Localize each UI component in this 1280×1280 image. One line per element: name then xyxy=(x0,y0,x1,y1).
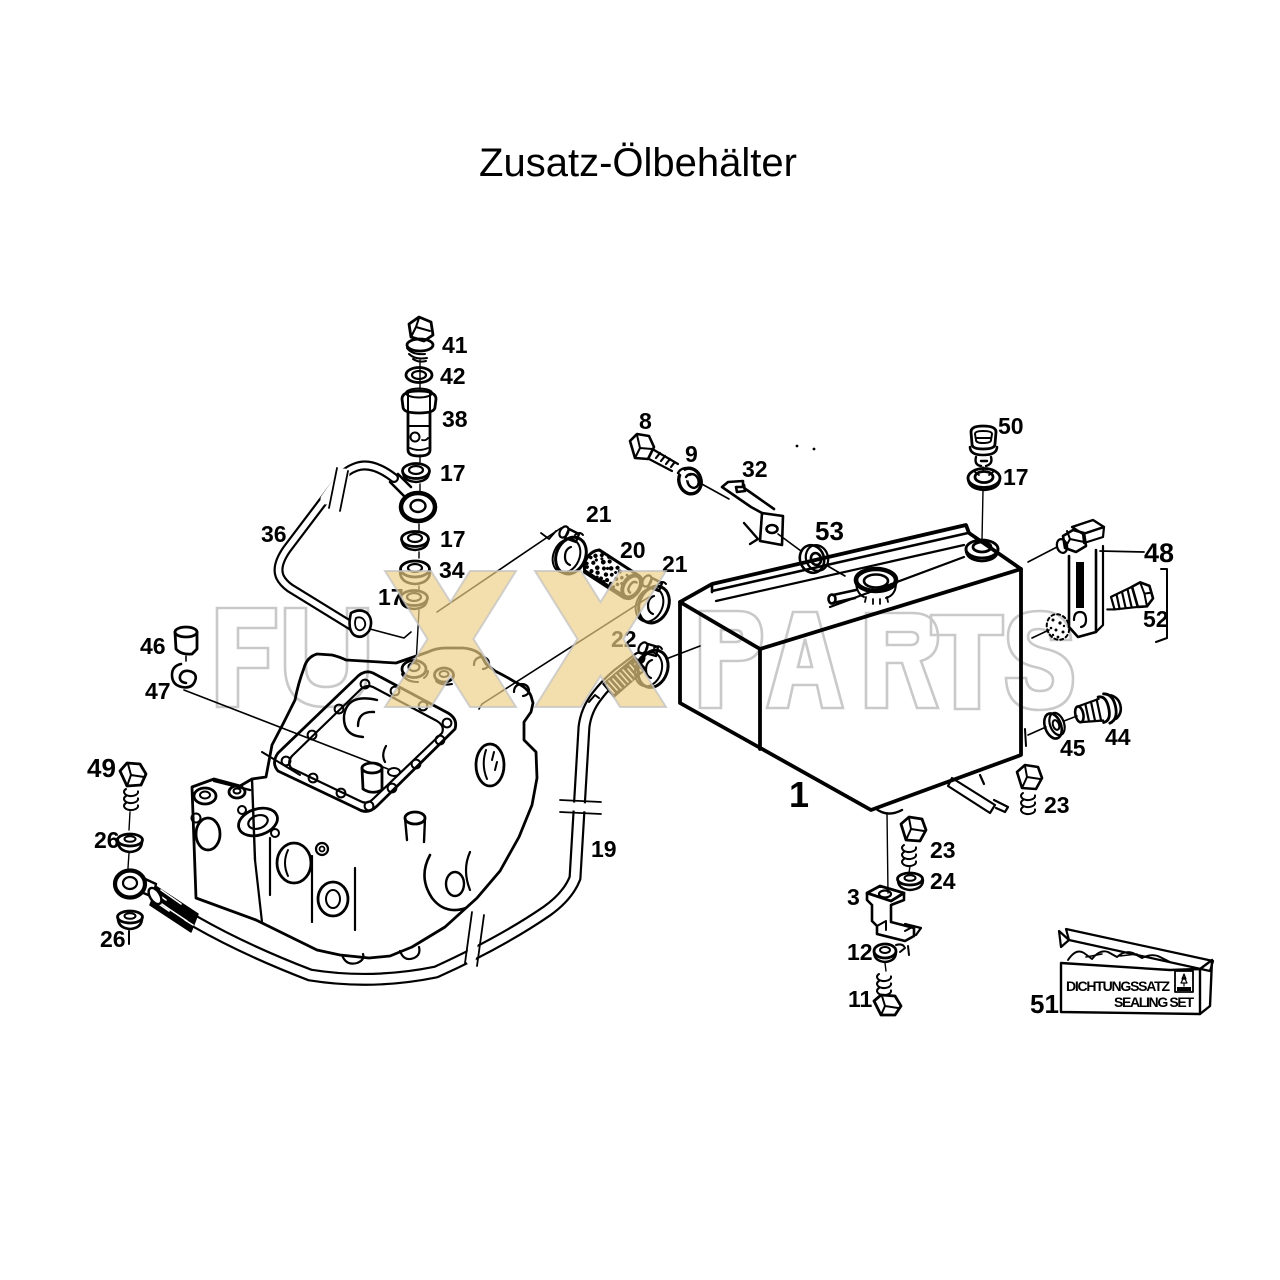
svg-text:11: 11 xyxy=(848,986,873,1012)
svg-text:26: 26 xyxy=(100,926,126,952)
svg-text:49: 49 xyxy=(87,753,116,783)
svg-text:24: 24 xyxy=(930,868,956,894)
svg-text:51: 51 xyxy=(1030,989,1059,1019)
svg-text:19: 19 xyxy=(591,836,617,862)
svg-text:3: 3 xyxy=(847,884,860,910)
svg-text:21: 21 xyxy=(586,501,612,527)
svg-text:32: 32 xyxy=(742,456,768,482)
svg-text:8: 8 xyxy=(639,408,652,434)
svg-text:26: 26 xyxy=(94,827,120,853)
svg-text:46: 46 xyxy=(140,633,166,659)
svg-text:44: 44 xyxy=(1105,724,1131,750)
svg-text:DICHTUNGSSATZ: DICHTUNGSSATZ xyxy=(1066,978,1170,994)
svg-text:45: 45 xyxy=(1060,735,1086,761)
svg-text:21: 21 xyxy=(662,551,688,577)
svg-text:34: 34 xyxy=(439,557,465,583)
svg-text:12: 12 xyxy=(847,939,873,965)
svg-text:41: 41 xyxy=(442,332,468,358)
svg-text:52: 52 xyxy=(1143,606,1169,632)
svg-text:48: 48 xyxy=(1144,538,1174,568)
svg-text:53: 53 xyxy=(815,516,844,546)
svg-text:50: 50 xyxy=(998,413,1024,439)
svg-text:SEALING SET: SEALING SET xyxy=(1114,994,1194,1010)
svg-text:Zusatz-Ölbehälter: Zusatz-Ölbehälter xyxy=(479,141,797,185)
svg-text:17: 17 xyxy=(440,460,466,486)
svg-text:17: 17 xyxy=(440,526,466,552)
svg-text:47: 47 xyxy=(145,678,171,704)
svg-text:20: 20 xyxy=(620,537,646,563)
svg-text:17: 17 xyxy=(1003,464,1029,490)
svg-text:36: 36 xyxy=(261,521,287,547)
svg-text:38: 38 xyxy=(442,406,468,432)
svg-text:1: 1 xyxy=(789,774,809,815)
svg-text:23: 23 xyxy=(930,837,956,863)
svg-text:42: 42 xyxy=(440,363,466,389)
svg-text:9: 9 xyxy=(685,441,698,467)
svg-text:23: 23 xyxy=(1044,792,1070,818)
